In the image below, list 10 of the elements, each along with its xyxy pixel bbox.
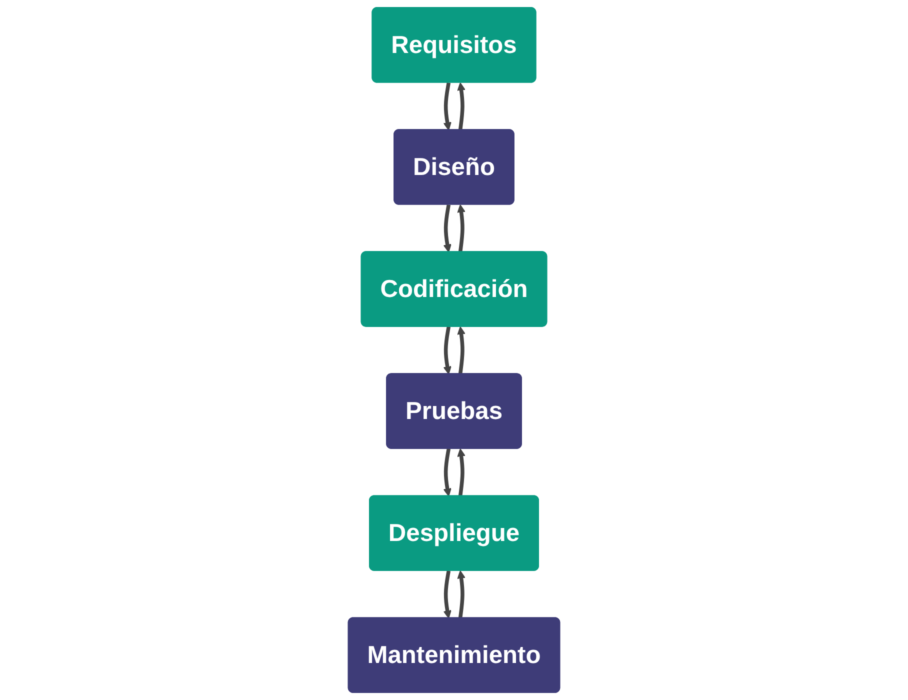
arrow — [443, 448, 452, 497]
arrow — [443, 204, 452, 252]
arrow — [457, 570, 466, 618]
arrow — [457, 448, 466, 496]
arrow — [457, 326, 466, 374]
arrow — [443, 326, 452, 374]
arrow — [443, 570, 452, 619]
arrow — [457, 204, 466, 252]
arrow — [443, 82, 452, 130]
arrow — [457, 82, 466, 130]
